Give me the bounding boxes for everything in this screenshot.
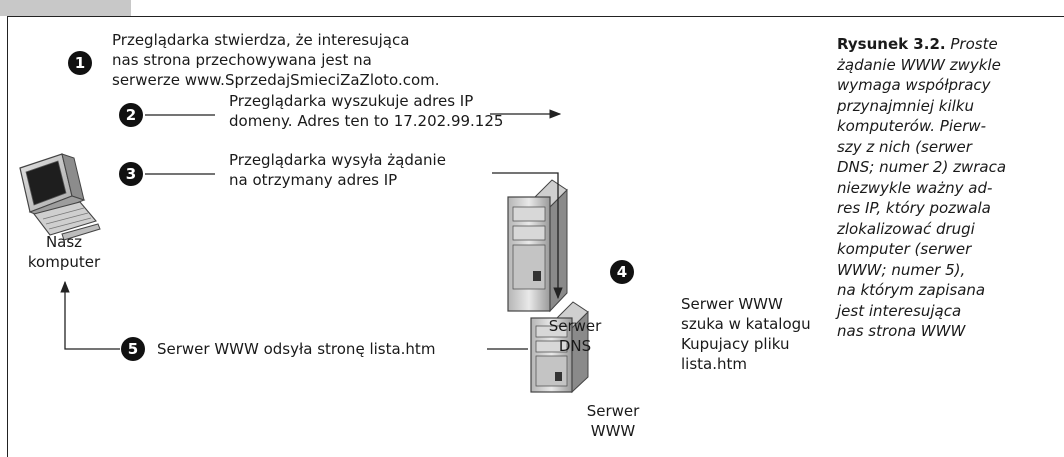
caption-line: niezwykle ważny ad-	[837, 178, 993, 197]
step-2-line: domeny. Adres ten to 17.202.99.125	[229, 112, 504, 130]
step-5-text: Serwer WWW odsyła stronę lista.htm	[157, 339, 435, 359]
step-5-line: Serwer WWW odsyła stronę lista.htm	[157, 340, 436, 358]
step-4-line: Kupujacy pliku	[681, 335, 790, 353]
caption-line: DNS; numer 2) zwraca	[837, 158, 1007, 176]
www-server-label: Serwer WWW	[578, 401, 648, 441]
caption-line: na którym zapisana	[837, 281, 986, 299]
step-1-line: nas strona przechowywana jest na	[112, 51, 372, 69]
step-1-badge: 1	[68, 51, 92, 75]
step-2-line: Przeglądarka wyszukuje adres IP	[229, 92, 474, 110]
step-1-line: Przeglądarka stwierdza, że interesująca	[112, 31, 410, 49]
caption-line: przynajmniej kilku	[837, 96, 974, 115]
caption-line: nas strona WWW	[837, 322, 966, 340]
server-tower-icon	[507, 179, 568, 313]
figure-frame	[7, 16, 1064, 457]
caption-line: Proste	[950, 35, 998, 53]
step-4-line: Serwer WWW	[681, 295, 783, 313]
computer-label: Nasz komputer	[19, 232, 109, 272]
dns-server-label: Serwer DNS	[540, 316, 610, 356]
step-5-badge: 5	[121, 337, 145, 361]
corner-tab	[0, 0, 131, 16]
computer-label-line: komputer	[27, 253, 101, 271]
desktop-computer-icon	[19, 153, 101, 241]
arrow-to-computer	[60, 280, 120, 350]
caption-line: jest interesująca	[837, 301, 962, 320]
caption-line: res IP, który pozwala	[837, 199, 991, 217]
step-4-line: szuka w katalogu	[681, 315, 811, 333]
step-4-text: Serwer WWW szuka w katalogu Kupujacy pli…	[681, 294, 811, 374]
step-3-line: Przeglądarka wysyła żądanie	[229, 151, 446, 169]
step-3-line: na otrzymany adres IP	[229, 171, 398, 189]
caption-line: zlokalizować drugi	[837, 219, 975, 238]
step-3-text: Przeglądarka wysyła żądanie na otrzymany…	[229, 150, 446, 190]
step-2-text: Przeglądarka wyszukuje adres IP domeny. …	[229, 91, 503, 131]
caption-line: szy z nich (serwer	[837, 137, 972, 156]
step-4-line: lista.htm	[681, 355, 747, 373]
server-tower-icon	[530, 301, 589, 394]
step-2-badge: 2	[119, 103, 143, 127]
caption-line: żądanie WWW zwykle	[837, 55, 1001, 74]
dns-label-line: DNS	[558, 337, 592, 355]
computer-label-line: Nasz	[45, 233, 83, 251]
caption-line: komputerów. Pierw-	[837, 117, 987, 135]
figure-caption: Rysunek 3.2. Proste żądanie WWW zwykle w…	[837, 34, 1059, 342]
caption-title: Rysunek 3.2.	[837, 35, 946, 53]
www-label-line: WWW	[590, 422, 636, 440]
www-label-line: Serwer	[586, 402, 640, 420]
caption-line: wymaga współpracy	[837, 76, 991, 94]
step-1-line: serwerze www.SprzedajSmieciZaZloto.com.	[112, 71, 440, 89]
step-4-badge: 4	[610, 260, 634, 284]
dns-label-line: Serwer	[548, 317, 602, 335]
caption-line: komputer (serwer	[837, 240, 972, 258]
caption-line: WWW; numer 5),	[837, 260, 966, 279]
arrow-to-www	[492, 172, 563, 300]
step-1-text: Przeglądarka stwierdza, że interesująca …	[112, 30, 440, 90]
step-3-badge: 3	[119, 162, 143, 186]
